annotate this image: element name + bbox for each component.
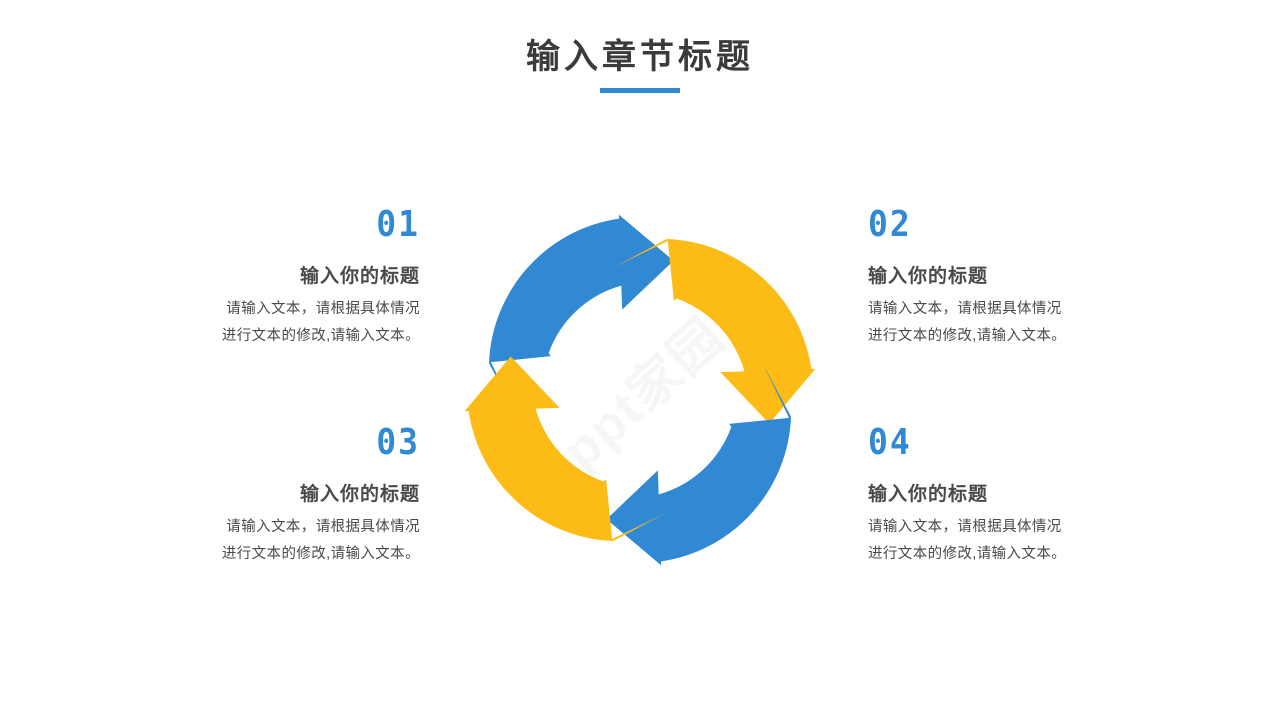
block-body-03-line-1: 请输入文本，请根据具体情况: [226, 519, 420, 535]
block-body-03: 请输入文本，请根据具体情况 进行文本的修改,请输入文本。: [120, 514, 420, 568]
block-body-04-line-1: 请输入文本，请根据具体情况: [868, 519, 1062, 535]
block-number-02: 02: [868, 202, 912, 245]
title-underline-rule: [600, 88, 680, 93]
block-body-02-line-2: 进行文本的修改,请输入文本。: [868, 328, 1067, 344]
block-number-04: 04: [868, 420, 912, 463]
block-body-01: 请输入文本，请根据具体情况 进行文本的修改,请输入文本。: [120, 296, 420, 350]
content-block-03[interactable]: 03 输入你的标题 请输入文本，请根据具体情况 进行文本的修改,请输入文本。: [120, 420, 420, 568]
arrow-top-right[interactable]: [614, 234, 817, 429]
block-body-01-line-2: 进行文本的修改,请输入文本。: [221, 328, 420, 344]
arrow-bottom-right[interactable]: [601, 364, 796, 567]
arrow-top-left[interactable]: [484, 213, 679, 416]
slide-header: 输入章节标题: [0, 34, 1280, 93]
block-body-02: 请输入文本，请根据具体情况 进行文本的修改,请输入文本。: [868, 296, 1168, 350]
block-body-03-line-2: 进行文本的修改,请输入文本。: [221, 546, 420, 562]
block-heading-02: 输入你的标题: [868, 266, 989, 287]
block-number-01: 01: [376, 202, 420, 245]
block-body-01-line-1: 请输入文本，请根据具体情况: [226, 301, 420, 317]
content-block-04[interactable]: 04 输入你的标题 请输入文本，请根据具体情况 进行文本的修改,请输入文本。: [868, 420, 1168, 568]
content-block-02[interactable]: 02 输入你的标题 请输入文本，请根据具体情况 进行文本的修改,请输入文本。: [868, 202, 1168, 350]
block-heading-04: 输入你的标题: [868, 484, 989, 505]
content-block-01[interactable]: 01 输入你的标题 请输入文本，请根据具体情况 进行文本的修改,请输入文本。: [120, 202, 420, 350]
cycle-diagram[interactable]: [440, 190, 840, 590]
block-body-04: 请输入文本，请根据具体情况 进行文本的修改,请输入文本。: [868, 514, 1168, 568]
page-title: 输入章节标题: [526, 38, 754, 76]
block-number-03: 03: [376, 420, 420, 463]
block-body-02-line-1: 请输入文本，请根据具体情况: [868, 301, 1062, 317]
block-heading-01: 输入你的标题: [299, 266, 420, 287]
block-heading-03: 输入你的标题: [299, 484, 420, 505]
block-body-04-line-2: 进行文本的修改,请输入文本。: [868, 546, 1067, 562]
cycle-diagram-svg: [463, 213, 817, 567]
arrow-bottom-left[interactable]: [463, 351, 666, 546]
